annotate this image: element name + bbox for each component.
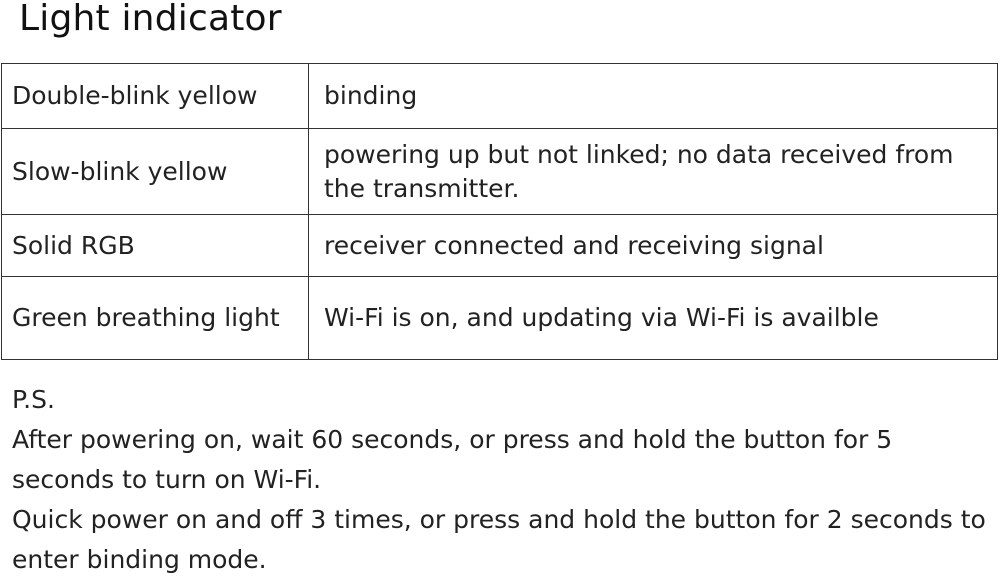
table-row: Slow-blink yellow powering up but not li…	[1, 128, 998, 215]
indicator-meaning-cell: binding	[308, 63, 998, 129]
table-row: Double-blink yellow binding	[1, 63, 998, 129]
indicator-meaning-cell: receiver connected and receiving signal	[308, 214, 998, 277]
indicator-state-cell: Solid RGB	[1, 214, 309, 277]
indicator-state-cell: Green breathing light	[1, 276, 309, 360]
table-row: Green breathing light Wi-Fi is on, and u…	[1, 276, 998, 360]
note-line: Quick power on and off 3 times, or press…	[12, 505, 986, 574]
table-row: Solid RGB receiver connected and receivi…	[1, 214, 998, 277]
light-indicator-table: Double-blink yellow binding Slow-blink y…	[1, 63, 998, 360]
page-title: Light indicator	[19, 0, 282, 39]
indicator-meaning-cell: powering up but not linked; no data rece…	[308, 128, 998, 215]
indicator-state-cell: Double-blink yellow	[1, 63, 309, 129]
indicator-meaning-cell: Wi-Fi is on, and updating via Wi-Fi is a…	[308, 276, 998, 360]
notes-heading: P.S.	[12, 385, 55, 414]
notes-section: P.S. After powering on, wait 60 seconds,…	[12, 380, 997, 580]
indicator-state-cell: Slow-blink yellow	[1, 128, 309, 215]
note-line: After powering on, wait 60 seconds, or p…	[12, 425, 893, 494]
